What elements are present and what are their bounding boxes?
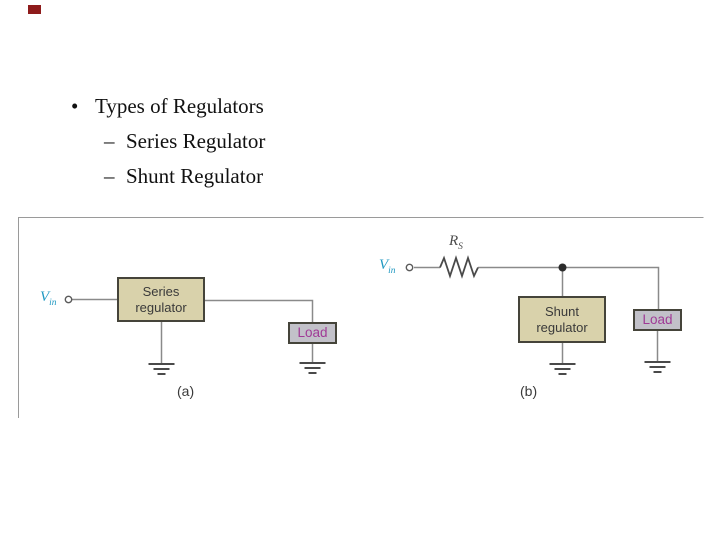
series-regulator-box: Series regulator	[117, 277, 205, 322]
bullet-sub-line: –Series Regulator	[104, 131, 265, 152]
ground-symbol-load-a	[299, 362, 326, 374]
shunt-regulator-box: Shunt regulator	[518, 296, 606, 343]
dash-glyph: –	[104, 129, 115, 153]
dash-glyph: –	[104, 164, 115, 188]
vin-label-a: Vin	[40, 289, 57, 308]
wires-circuit-b	[414, 266, 660, 363]
ground-symbol-series	[148, 363, 175, 375]
bullet-glyph: •	[71, 94, 79, 118]
load-box-a: Load	[288, 322, 337, 344]
bullet-sub-line: –Shunt Regulator	[104, 166, 263, 187]
ground-symbol-shunt	[549, 363, 576, 375]
resistor-symbol	[439, 255, 479, 279]
ground-symbol-load-b	[644, 361, 671, 373]
wires-circuit-a	[72, 298, 314, 363]
figure-caption-a: (a)	[177, 383, 195, 399]
bullet-item-shunt: Shunt Regulator	[126, 164, 264, 188]
input-terminal-circle-a	[64, 295, 73, 304]
slide-corner-mark	[28, 5, 41, 14]
rs-resistor-label: RS	[449, 233, 463, 252]
load-box-b: Load	[633, 309, 682, 331]
series-regulator-label-line1: Series	[142, 283, 180, 299]
input-terminal-circle-b	[405, 263, 414, 272]
junction-dot	[558, 263, 567, 272]
bullet-title: Types of Regulators	[95, 94, 264, 118]
shunt-regulator-label-line2: regulator	[536, 319, 588, 335]
series-regulator-label-line2: regulator	[135, 299, 187, 315]
figure-border	[18, 217, 704, 418]
bullet-title-line: • Types of Regulators	[71, 96, 264, 117]
load-label-a: Load	[297, 324, 328, 340]
figure-caption-b: (b)	[520, 383, 538, 399]
shunt-regulator-label-line1: Shunt	[545, 303, 579, 319]
load-label-b: Load	[642, 311, 673, 327]
bullet-item-series: Series Regulator	[126, 129, 266, 153]
vin-label-b: Vin	[379, 257, 396, 276]
